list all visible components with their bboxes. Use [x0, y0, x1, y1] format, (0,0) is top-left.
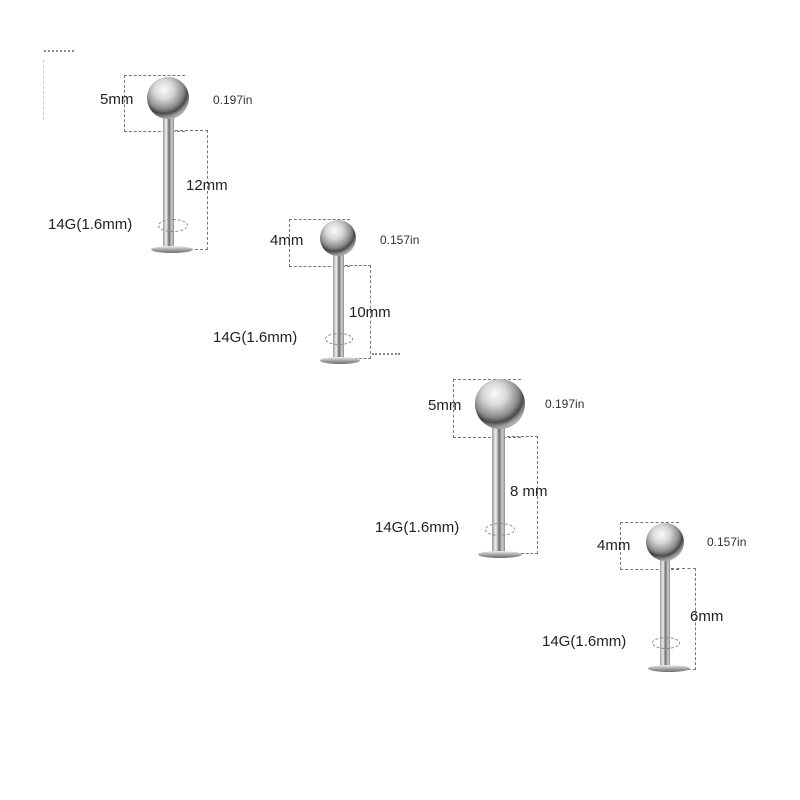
- decorative-dashed-line: [43, 60, 44, 120]
- stud-flat-back: [320, 357, 360, 364]
- length-label: 10mm: [349, 304, 391, 321]
- stud-stem: [492, 424, 505, 554]
- gauge-label: 14G(1.6mm): [48, 216, 133, 233]
- decorative-dots: [44, 50, 74, 52]
- ball-dimension-box: [620, 522, 679, 570]
- ball-size-inch-label: 0.157in: [380, 233, 420, 247]
- ball-dimension-box: [453, 379, 521, 438]
- gauge-ring-indicator: [652, 637, 680, 649]
- length-label: 6mm: [690, 608, 724, 625]
- gauge-ring-indicator: [485, 523, 515, 536]
- length-label: 8 mm: [510, 483, 548, 500]
- gauge-ring-indicator: [158, 219, 188, 232]
- stud-stem: [163, 112, 174, 250]
- stud-stem: [660, 556, 670, 668]
- ball-size-inch-label: 0.157in: [707, 535, 747, 549]
- stud-flat-back: [648, 665, 690, 672]
- stud-ball: [147, 77, 189, 119]
- stud-stem: [333, 252, 344, 360]
- ball-size-inch-label: 0.197in: [545, 397, 585, 411]
- gauge-label: 14G(1.6mm): [213, 329, 298, 346]
- ball-size-label: 4mm: [597, 537, 631, 554]
- gauge-ring-indicator: [325, 333, 353, 345]
- stud-flat-back: [478, 551, 522, 558]
- gauge-label: 14G(1.6mm): [375, 519, 460, 536]
- ball-dimension-box: [289, 219, 350, 267]
- length-dimension-line: [507, 436, 538, 554]
- stud-ball: [320, 220, 356, 256]
- ball-size-label: 5mm: [100, 91, 134, 108]
- length-label: 12mm: [186, 177, 228, 194]
- stud-flat-back: [151, 246, 193, 253]
- ball-size-label: 4mm: [270, 232, 304, 249]
- gauge-label: 14G(1.6mm): [542, 633, 627, 650]
- ball-size-inch-label: 0.197in: [213, 93, 253, 107]
- stud-ball: [475, 379, 525, 429]
- decorative-dots: [372, 353, 400, 355]
- ball-size-label: 5mm: [428, 397, 462, 414]
- stud-ball: [646, 523, 684, 561]
- ball-dimension-box: [124, 75, 185, 132]
